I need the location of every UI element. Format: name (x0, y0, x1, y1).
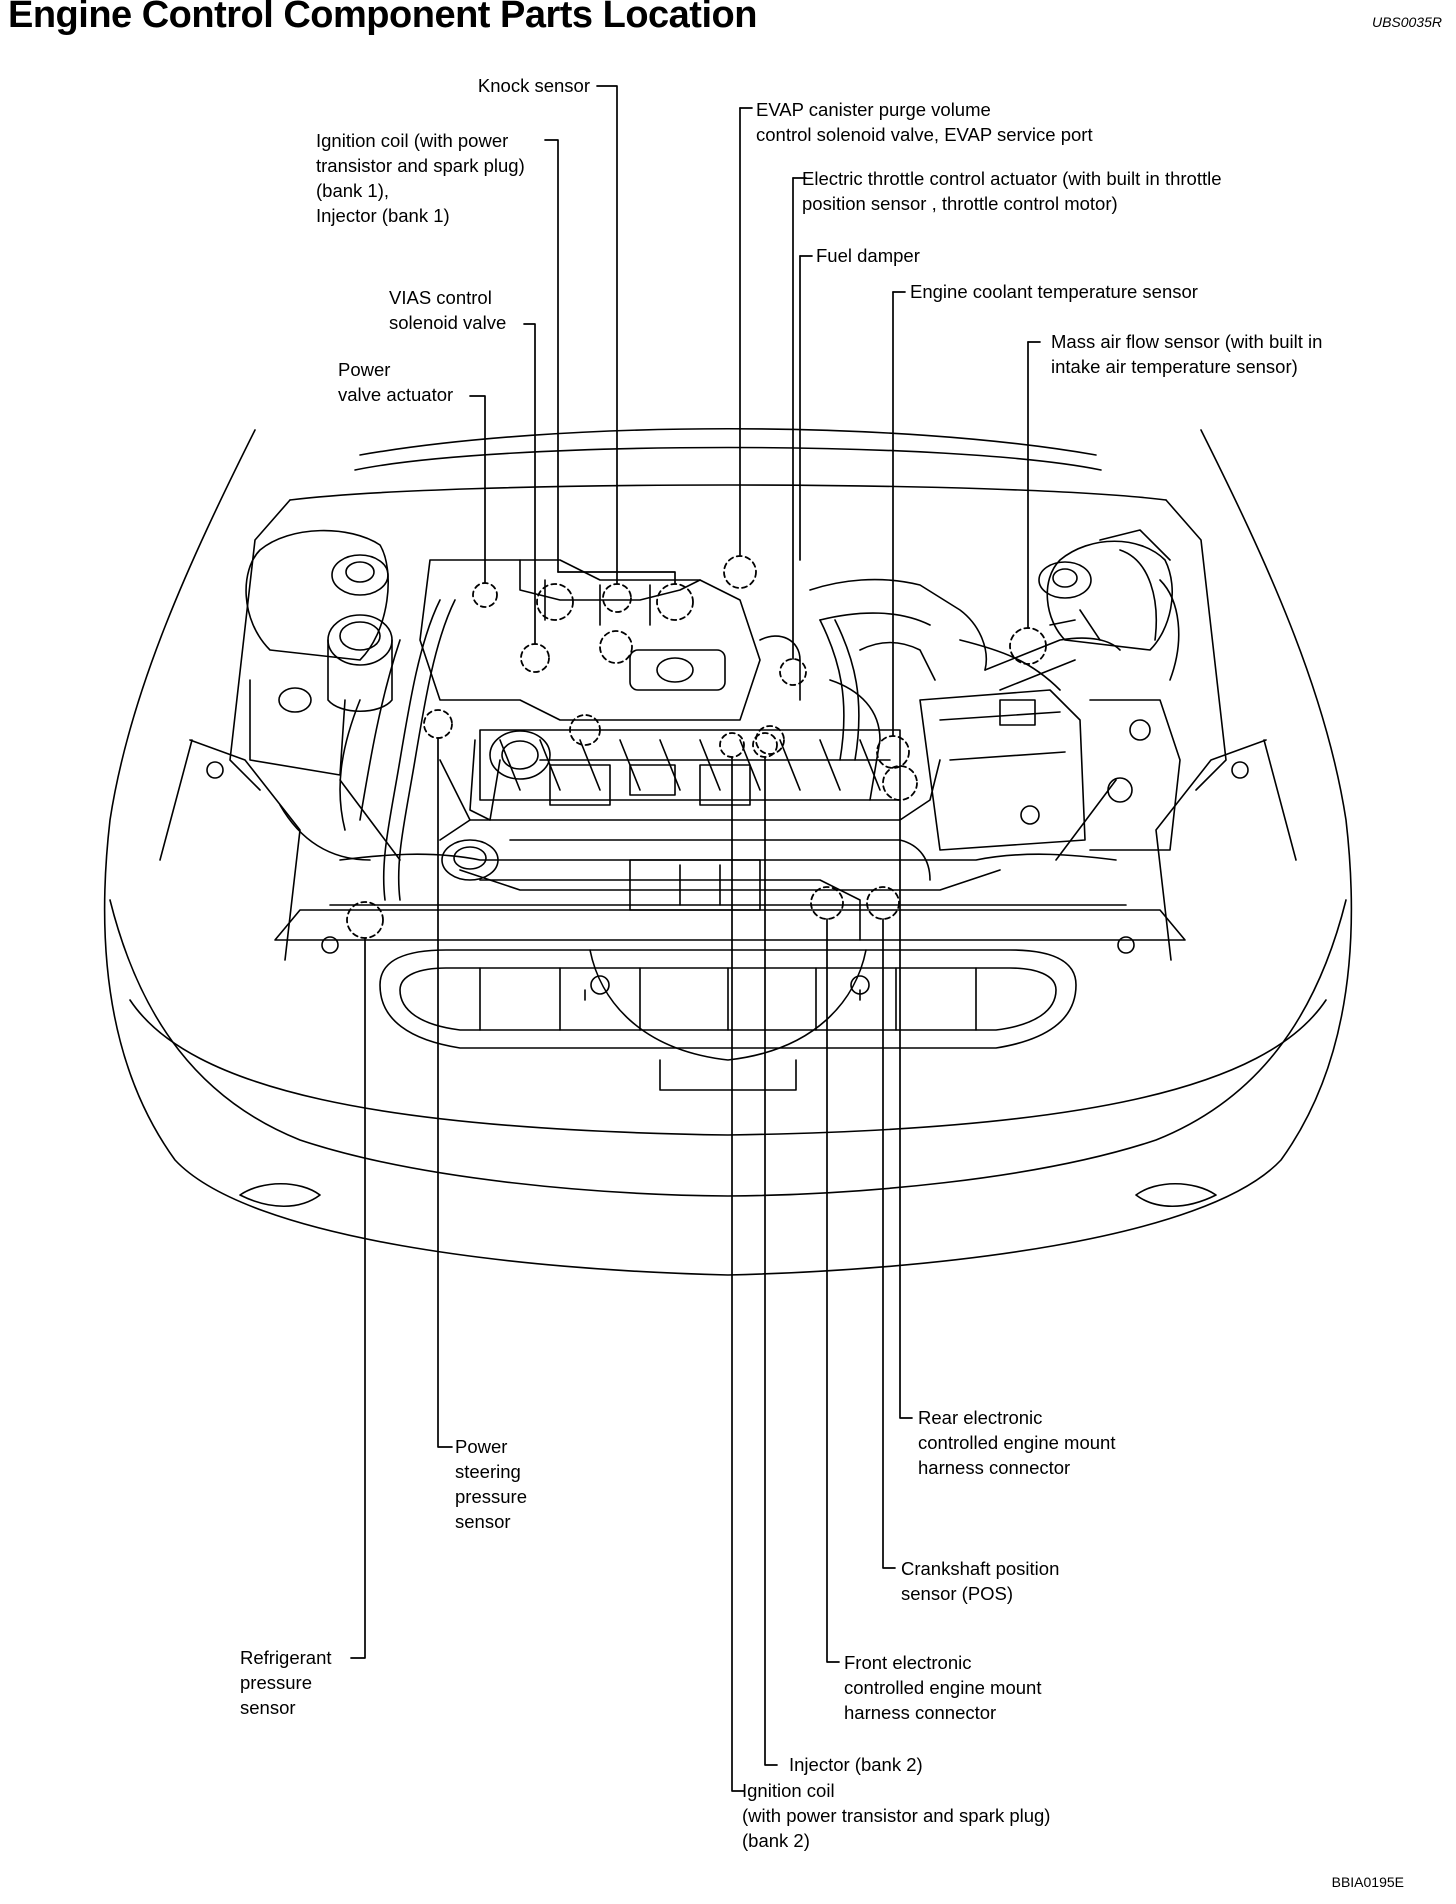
right-strut-area (919, 529, 1181, 851)
page-title: Engine Control Component Parts Location (8, 0, 757, 36)
label-mass-air-flow-sensor: Mass air flow sensor (with built in inta… (1051, 331, 1323, 377)
label-front-engine-mount-connector: Front electronic controlled engine mount… (844, 1652, 1042, 1723)
label-power-valve-actuator: Power valve actuator (338, 359, 454, 405)
label-engine-coolant-temp-sensor: Engine coolant temperature sensor (910, 281, 1198, 302)
marker-ckp (569, 714, 601, 746)
label-crankshaft-position-sensor: Crankshaft position sensor (POS) (901, 1558, 1060, 1604)
marker-coil-bank1-a (536, 583, 574, 621)
hoses (339, 549, 1158, 901)
marker-throttle (779, 658, 807, 686)
marker-knock-sensor (602, 583, 632, 613)
label-power-steering-pressure-sensor: Power steering pressure sensor (455, 1436, 527, 1532)
bumper-grille (274, 909, 1186, 1091)
label-vias-control-solenoid-valve: VIAS control solenoid valve (389, 287, 507, 333)
leader-lines (350, 85, 1041, 1792)
marker-coil-bank1-c (656, 583, 694, 621)
label-ignition-coil-bank2: Ignition coil (with power transistor and… (742, 1780, 1051, 1851)
left-strut-area (245, 529, 499, 881)
label-fuel-damper: Fuel damper (816, 245, 920, 266)
marker-fuel-damper (755, 725, 785, 755)
marker-power-valve (472, 582, 498, 608)
section-ref: UBS0035R (1371, 14, 1442, 30)
figure-ref: BBIA0195E (1331, 1874, 1404, 1890)
air-intake-duct (759, 578, 1121, 801)
marker-ect (876, 735, 910, 769)
label-electric-throttle-actuator: Electric throttle control actuator (with… (802, 168, 1222, 214)
label-rear-engine-mount-connector: Rear electronic controlled engine mount … (918, 1407, 1116, 1478)
label-knock-sensor: Knock sensor (477, 75, 590, 96)
label-refrigerant-pressure-sensor: Refrigerant pressure sensor (240, 1647, 332, 1718)
marker-front-mount (810, 886, 844, 920)
marker-vias-valve (520, 643, 550, 673)
marker-coil-bank1-b (599, 630, 633, 664)
marker-refrigerant (346, 901, 384, 939)
label-injector-bank2: Injector (bank 2) (789, 1754, 923, 1775)
marker-crank (866, 886, 900, 920)
marker-evap (723, 555, 757, 589)
marker-coil-bank2 (719, 732, 745, 758)
label-evap-purge-valve: EVAP canister purge volume control solen… (756, 99, 1093, 145)
marker-ps-sensor (423, 709, 453, 739)
car-body-outline (103, 427, 1353, 1276)
label-ignition-coil-bank1: Ignition coil (with power transistor and… (316, 130, 525, 226)
